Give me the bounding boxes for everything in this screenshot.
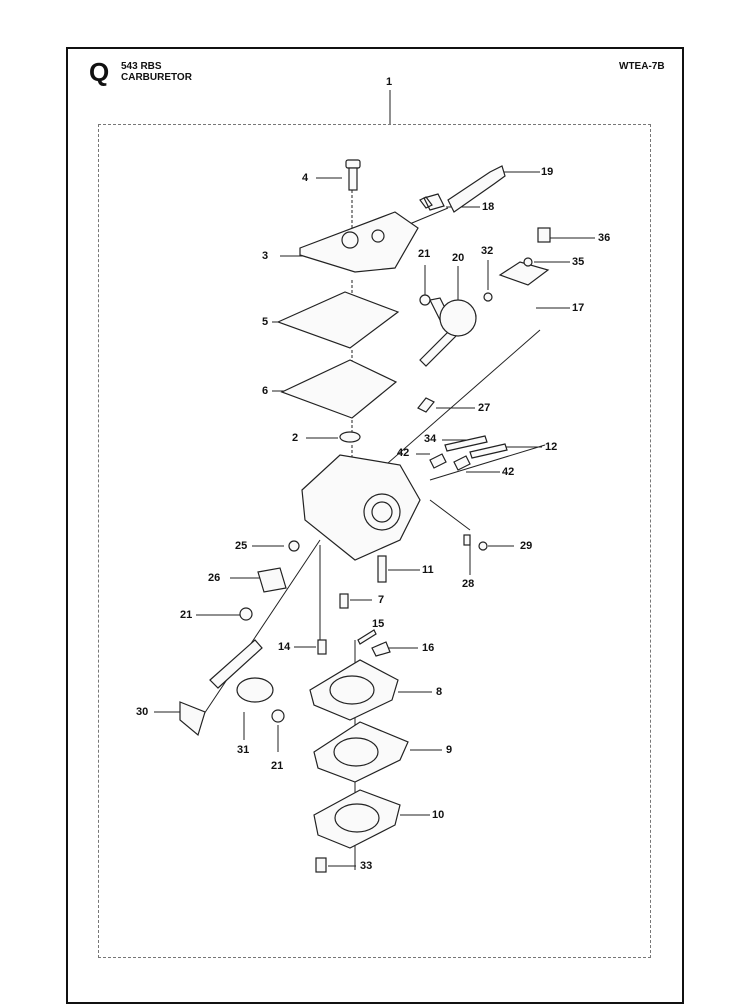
callout-2: 2 (292, 432, 299, 444)
callout-18: 18 (482, 201, 495, 213)
diagram-code: WTEA-7B (619, 61, 665, 72)
part-21-screw-top (419, 294, 431, 306)
carburetor-kit-boundary (98, 124, 651, 958)
callout-8: 8 (436, 686, 443, 698)
callout-12: 12 (545, 441, 558, 453)
callout-31: 31 (237, 744, 250, 756)
callout-32: 32 (481, 245, 494, 257)
callout-21-bottom: 21 (271, 760, 284, 772)
page-frame (66, 47, 684, 1004)
part-20-throttle-valve (439, 299, 477, 337)
part-3-pump-cover (299, 211, 419, 273)
part-29-ball (478, 541, 488, 551)
part-19-needle (447, 165, 506, 213)
part-4-screw-shank (348, 167, 358, 191)
section-letter: Q (89, 57, 110, 87)
callout-1: 1 (386, 76, 393, 88)
callout-4: 4 (302, 172, 309, 184)
part-42-spring-a (429, 453, 447, 469)
part-30-lever (179, 701, 206, 737)
callout-21-left: 21 (180, 609, 193, 621)
callout-9: 9 (446, 744, 453, 756)
part-12-needle (469, 443, 508, 459)
part-16-lever (371, 641, 391, 657)
part-11-spring (377, 555, 387, 583)
callout-42-right: 42 (502, 466, 515, 478)
part-2-filter (339, 431, 361, 443)
part-31-choke-valve (236, 677, 274, 703)
callout-27: 27 (478, 402, 491, 414)
part-42-spring-b (453, 455, 471, 471)
part-carburetor-body (301, 454, 421, 561)
callout-30: 30 (136, 706, 149, 718)
part-25-clip (288, 540, 300, 552)
callout-3: 3 (262, 250, 269, 262)
callout-42-left: 42 (397, 447, 410, 459)
callout-25: 25 (235, 540, 248, 552)
callout-35: 35 (572, 256, 585, 268)
part-27-spring (417, 397, 435, 413)
callout-5: 5 (262, 316, 269, 328)
part-15-pin (357, 629, 377, 645)
part-5-gasket (276, 291, 400, 349)
callout-17: 17 (572, 302, 585, 314)
callout-34: 34 (424, 433, 437, 445)
part-28-spring (463, 534, 471, 546)
group-title: CARBURETOR (121, 72, 192, 83)
part-36-adjuster (537, 227, 551, 243)
part-35-washer (523, 257, 533, 267)
part-26-lever (257, 567, 287, 593)
model-title: 543 RBS (121, 61, 162, 72)
callout-15: 15 (372, 618, 385, 630)
part-30-choke-shaft (209, 639, 263, 689)
callout-33: 33 (360, 860, 373, 872)
part-33-screw (315, 857, 327, 873)
callout-26: 26 (208, 572, 221, 584)
part-17-lever (498, 261, 550, 286)
callout-11: 11 (422, 564, 434, 576)
callout-10: 10 (432, 809, 445, 821)
callout-19: 19 (541, 166, 554, 178)
callout-16: 16 (422, 642, 435, 654)
part-4-screw-head (345, 159, 361, 169)
part-7-needle (339, 593, 349, 609)
part-34-needle (444, 435, 488, 452)
callout-6: 6 (262, 385, 269, 397)
part-6-diaphragm (280, 359, 398, 419)
callout-29: 29 (520, 540, 533, 552)
part-21-screw-bottom (271, 709, 285, 723)
callout-14: 14 (278, 641, 291, 653)
part-shapes (179, 159, 551, 873)
leader-lines (154, 90, 595, 870)
part-18-spring (419, 193, 445, 211)
callout-21-top: 21 (418, 248, 431, 260)
part-21-screw-left (239, 607, 253, 621)
callout-36: 36 (598, 232, 611, 244)
callout-7: 7 (378, 594, 385, 606)
callout-20: 20 (452, 252, 465, 264)
part-14-screw (317, 639, 327, 655)
callout-28: 28 (462, 578, 475, 590)
part-32-clip (483, 292, 493, 302)
